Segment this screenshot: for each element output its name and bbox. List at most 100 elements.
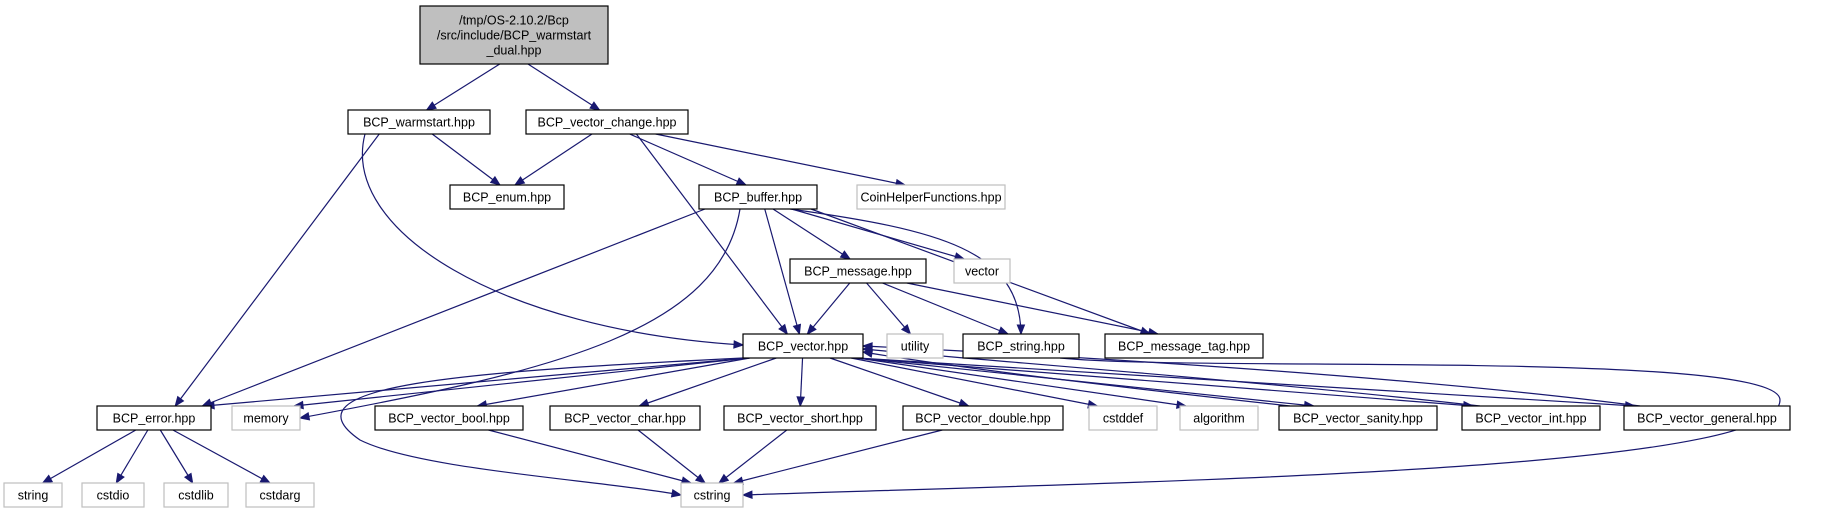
edge-main-to-vector-change <box>527 63 601 111</box>
edge-line <box>340 357 744 496</box>
arrowhead <box>694 473 707 484</box>
node-box <box>1461 405 1601 431</box>
edge-line <box>718 429 788 484</box>
edge-error-to-cstdlib <box>159 429 194 485</box>
node-box <box>1623 405 1791 431</box>
edge-buffer-to-bcp-string <box>789 208 1026 336</box>
arrowhead <box>670 489 683 498</box>
node-box <box>449 184 565 210</box>
node-box <box>81 482 145 508</box>
arrowhead <box>792 323 802 336</box>
edge-bcp-vector-to-cstring <box>340 357 744 498</box>
node-cstddef[interactable]: cstddef <box>1088 405 1158 431</box>
node-box <box>1179 405 1259 431</box>
node-box <box>886 333 944 359</box>
arrowhead <box>806 323 817 336</box>
node-coinhelper[interactable]: CoinHelperFunctions.hpp <box>856 184 1006 210</box>
edge-error-to-string <box>41 429 137 484</box>
node-box <box>525 109 689 135</box>
edge-message-to-bcp-vector <box>806 282 851 336</box>
arrowhead <box>589 101 601 111</box>
node-label: BCP_vector_int.hpp <box>1475 412 1586 426</box>
edge-bcp-vector-to-vector-int <box>856 357 1475 410</box>
node-label: memory <box>243 412 289 426</box>
node-vector-int[interactable]: BCP_vector_int.hpp <box>1461 405 1601 431</box>
edge-line <box>866 282 911 335</box>
edge-line <box>862 351 1291 407</box>
arrowhead <box>259 474 272 484</box>
node-label: BCP_vector_short.hpp <box>737 412 863 426</box>
edge-line <box>655 133 906 186</box>
node-box <box>962 333 1080 359</box>
node-message[interactable]: BCP_message.hpp <box>789 258 927 284</box>
node-box <box>742 333 864 359</box>
node-vector-change[interactable]: BCP_vector_change.hpp <box>525 109 689 135</box>
node-label: BCP_message_tag.hpp <box>1118 340 1250 354</box>
node-main[interactable]: /tmp/OS-2.10.2/Bcp/src/include/BCP_warms… <box>419 5 609 65</box>
edge-buffer-to-memory <box>298 208 741 421</box>
arrowhead <box>174 395 185 408</box>
arrowhead <box>489 175 502 186</box>
node-label: /tmp/OS-2.10.2/Bcp <box>459 14 569 28</box>
node-label: BCP_vector_char.hpp <box>564 412 686 426</box>
edge-line <box>862 345 1641 407</box>
node-cstdarg[interactable]: cstdarg <box>245 482 315 508</box>
edge-bcp-vector-to-error <box>203 357 750 410</box>
node-vector-short[interactable]: BCP_vector_short.hpp <box>723 405 877 431</box>
node-layer: /tmp/OS-2.10.2/Bcp/src/include/BCP_warms… <box>3 5 1791 508</box>
node-bcp-string[interactable]: BCP_string.hpp <box>962 333 1080 359</box>
node-warmstart[interactable]: BCP_warmstart.hpp <box>347 109 491 135</box>
edge-vector-general-to-bcp-vector <box>861 342 1641 407</box>
edge-line <box>299 208 741 419</box>
node-label: BCP_vector_sanity.hpp <box>1293 412 1423 426</box>
node-vector-double[interactable]: BCP_vector_double.hpp <box>902 405 1064 431</box>
node-cstdlib[interactable]: cstdlib <box>163 482 229 508</box>
node-box <box>1088 405 1158 431</box>
edge-buffer-to-vector-std <box>791 208 966 261</box>
node-cstdio[interactable]: cstdio <box>81 482 145 508</box>
node-algorithm[interactable]: algorithm <box>1179 405 1259 431</box>
edge-line <box>764 208 800 335</box>
node-string[interactable]: string <box>3 482 63 508</box>
arrowhead <box>115 472 125 485</box>
arrowhead <box>1016 324 1026 336</box>
node-vector-sanity[interactable]: BCP_vector_sanity.hpp <box>1278 405 1438 431</box>
edge-vector-change-to-bcp-vector <box>635 133 789 336</box>
node-label: cstdarg <box>260 489 301 503</box>
node-box <box>698 184 818 210</box>
node-enum[interactable]: BCP_enum.hpp <box>449 184 565 210</box>
edge-line <box>488 429 692 484</box>
node-label: BCP_warmstart.hpp <box>363 116 475 130</box>
arrowhead <box>778 323 789 336</box>
node-label: cstring <box>694 489 731 503</box>
edge-error-to-cstdio <box>115 429 149 485</box>
node-label: BCP_string.hpp <box>977 340 1065 354</box>
node-box <box>953 258 1011 284</box>
node-message-tag[interactable]: BCP_message_tag.hpp <box>1104 333 1264 359</box>
node-error[interactable]: BCP_error.hpp <box>96 405 212 431</box>
node-vector-std[interactable]: vector <box>953 258 1011 284</box>
node-vector-general[interactable]: BCP_vector_general.hpp <box>1623 405 1791 431</box>
node-cstring[interactable]: cstring <box>680 482 744 508</box>
arrowhead <box>741 490 753 500</box>
node-vector-char[interactable]: BCP_vector_char.hpp <box>549 405 701 431</box>
node-label: BCP_vector_bool.hpp <box>388 412 510 426</box>
node-buffer[interactable]: BCP_buffer.hpp <box>698 184 818 210</box>
node-vector-bool[interactable]: BCP_vector_bool.hpp <box>374 405 524 431</box>
node-memory[interactable]: memory <box>231 405 301 431</box>
edge-warmstart-to-error <box>174 133 380 408</box>
node-label: BCP_vector_general.hpp <box>1637 412 1777 426</box>
edge-line <box>431 133 501 186</box>
edge-line <box>906 282 1159 335</box>
node-box <box>1278 405 1438 431</box>
node-bcp-vector[interactable]: BCP_vector.hpp <box>742 333 864 359</box>
arrowhead <box>513 176 526 186</box>
edge-warmstart-to-bcp-vector <box>361 133 745 349</box>
edge-layer <box>41 63 1781 500</box>
edge-line <box>829 357 969 407</box>
node-label: algorithm <box>1193 412 1244 426</box>
node-utility[interactable]: utility <box>886 333 944 359</box>
edge-line <box>361 133 744 346</box>
node-label: cstdio <box>97 489 130 503</box>
